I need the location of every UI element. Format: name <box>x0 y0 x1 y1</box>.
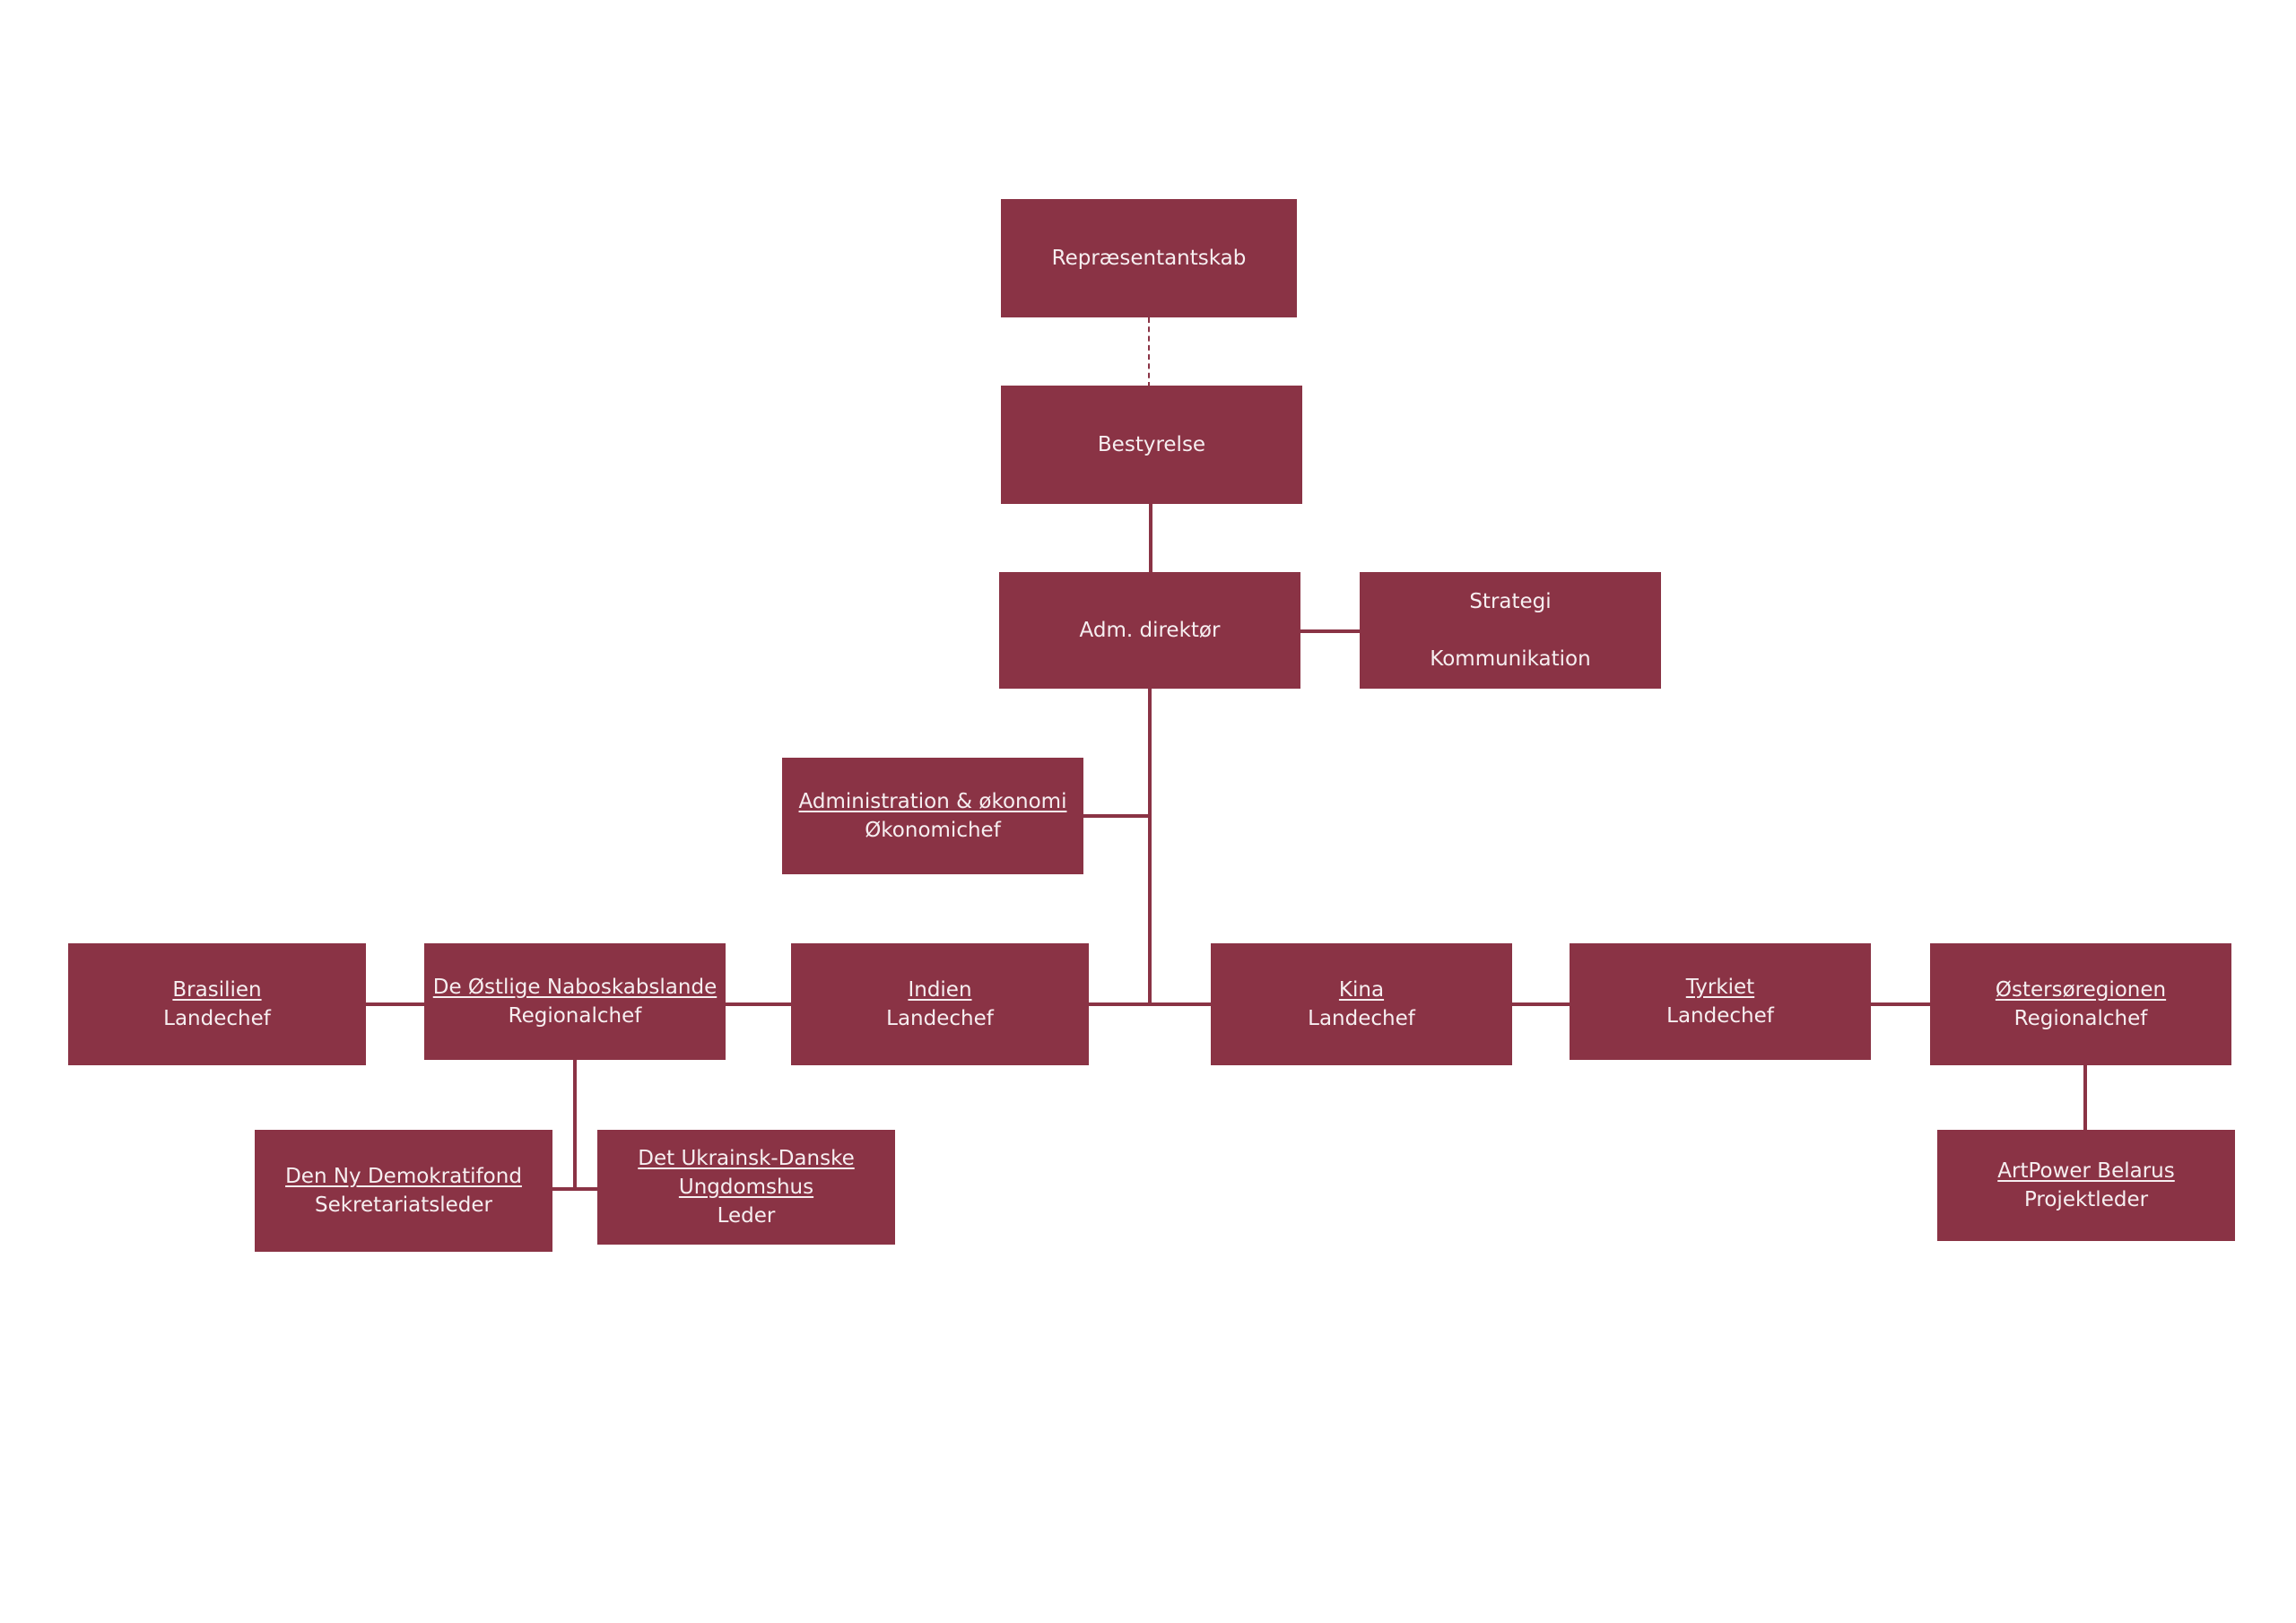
box-artpower-belarus[interactable]: ArtPower Belarus Projektleder <box>1937 1130 2235 1241</box>
box-role: Projektleder <box>2023 1188 2149 1211</box>
box-title-link[interactable]: Administration & økonomi <box>798 790 1067 813</box>
box-administration[interactable]: Administration & økonomi Økonomichef <box>782 758 1083 874</box>
box-title-link[interactable]: Brasilien <box>172 978 262 1002</box>
box-ostlige-naboskabslande[interactable]: De Østlige Naboskabslande Regionalchef <box>424 943 726 1060</box>
box-label: Adm. direktør <box>1079 619 1221 642</box>
box-role: Regionalchef <box>2013 1007 2148 1030</box>
box-label: Bestyrelse <box>1097 433 1206 456</box>
box-role: Leder <box>717 1204 776 1228</box>
box-ukrainsk-danske-ungdomshus[interactable]: Det Ukrainsk-Danske Ungdomshus Leder <box>597 1130 895 1245</box>
connector-representantskab-bestyrelse <box>1148 317 1150 387</box>
connector-adm-strategi <box>1300 629 1361 633</box>
box-title-link[interactable]: Tyrkiet <box>1685 976 1755 999</box>
box-title-link[interactable]: ArtPower Belarus <box>1997 1159 2175 1183</box>
box-title-link[interactable]: Ungdomshus <box>678 1176 814 1199</box>
box-role: Landechef <box>1308 1007 1415 1030</box>
connector-bestyrelse-adm <box>1149 504 1152 572</box>
box-ostersoregionen[interactable]: Østersøregionen Regionalchef <box>1930 943 2231 1065</box>
box-indien[interactable]: Indien Landechef <box>791 943 1089 1065</box>
box-role: Landechef <box>163 1007 271 1030</box>
box-bestyrelse: Bestyrelse <box>1001 386 1302 504</box>
box-adm-direktor: Adm. direktør <box>999 572 1300 689</box>
box-representantskab: Repræsentantskab <box>1001 199 1297 317</box>
connector-adm-trunk <box>1148 689 1152 1004</box>
box-title-link[interactable]: Østersøregionen <box>1995 978 2167 1002</box>
box-title-link[interactable]: Den Ny Demokratifond <box>285 1165 522 1188</box>
box-title-link[interactable]: De Østlige Naboskabslande <box>432 976 718 999</box>
box-role: Landechef <box>886 1007 994 1030</box>
connector-ostlige-children <box>551 1187 599 1191</box>
box-kina[interactable]: Kina Landechef <box>1211 943 1512 1065</box>
box-den-ny-demokratifond[interactable]: Den Ny Demokratifond Sekretariatsleder <box>255 1130 552 1252</box>
box-tyrkiet[interactable]: Tyrkiet Landechef <box>1570 943 1871 1060</box>
box-label: Kommunikation <box>1430 647 1591 671</box>
box-label: Strategi <box>1469 590 1552 613</box>
box-role: Landechef <box>1666 1004 1774 1028</box>
box-role: Regionalchef <box>508 1004 642 1028</box>
box-title-link[interactable]: Indien <box>908 978 972 1002</box>
box-role: Økonomichef <box>865 819 1001 842</box>
box-brasilien[interactable]: Brasilien Landechef <box>68 943 366 1065</box>
connector-level-row-indien-kina <box>1089 1002 1211 1006</box>
connector-ostlige-down <box>573 1060 577 1191</box>
box-label: Repræsentantskab <box>1051 247 1247 270</box>
box-title-link[interactable]: Det Ukrainsk-Danske <box>638 1147 855 1170</box>
connector-ostersoregionen-artpower <box>2083 1065 2087 1130</box>
box-title-link[interactable]: Kina <box>1338 978 1385 1002</box>
box-role: Sekretariatsleder <box>315 1193 492 1217</box>
box-strategi-kommunikation: Strategi Kommunikation <box>1360 572 1661 689</box>
connector-trunk-administration <box>1083 814 1150 818</box>
